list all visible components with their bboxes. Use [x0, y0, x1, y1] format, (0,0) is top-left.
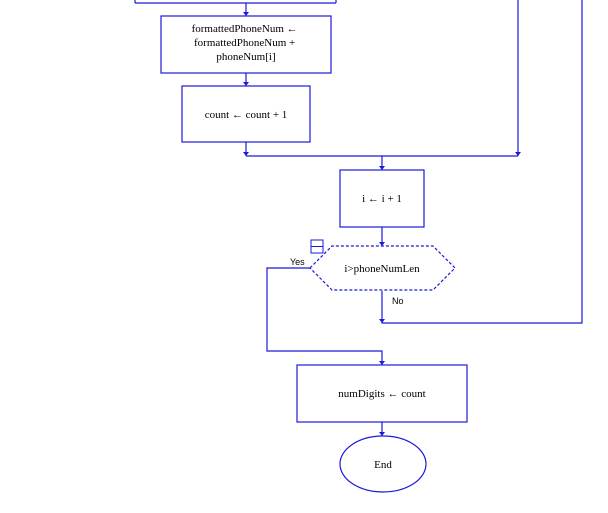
connector-lines	[134, 0, 583, 436]
append-digit-text: formattedPhoneNum ← formattedPhoneNum + …	[192, 23, 301, 63]
assign-numdigits-text: numDigits ← count	[338, 388, 425, 400]
i-increment-box[interactable]	[339, 169, 425, 228]
arrowheads	[243, 12, 521, 436]
loop-condition-text: i>phoneNumLen	[344, 263, 420, 275]
arrowhead-into-decision	[379, 242, 385, 246]
end-text: End	[374, 459, 392, 471]
flow-yes-branch	[266, 267, 383, 365]
append-digit-line-1: formattedPhoneNum ←	[192, 23, 298, 35]
assign-numdigits-line-1: numDigits ← count	[338, 388, 425, 400]
append-digit-line-2: formattedPhoneNum +	[194, 37, 295, 49]
assign-numdigits-box[interactable]	[296, 364, 468, 423]
arrowhead-yes-into-assign	[379, 361, 385, 365]
yes-branch-label: Yes	[290, 257, 305, 267]
arrowhead-merge-right	[515, 152, 521, 156]
append-digit-line-3: phoneNum[i]	[216, 51, 275, 63]
end-line-1: End	[374, 459, 392, 471]
loop-condition-decision[interactable]	[309, 245, 456, 291]
end-terminal[interactable]	[339, 435, 427, 493]
collapse-toggle-icon[interactable]	[310, 239, 324, 254]
i-increment-line-1: i ← i + 1	[362, 193, 402, 205]
loop-condition-line-1: i>phoneNumLen	[344, 263, 420, 275]
count-increment-text: count ← count + 1	[205, 109, 288, 121]
arrowhead-into-append	[243, 12, 249, 16]
arrowhead-merge-left	[243, 152, 249, 156]
arrowhead-into-end	[379, 432, 385, 436]
no-branch-label: No	[392, 296, 404, 306]
arrowhead-into-increment	[379, 166, 385, 170]
count-increment-line-1: count ← count + 1	[205, 109, 288, 121]
arrowhead-into-count	[243, 82, 249, 86]
count-increment-box[interactable]	[181, 85, 311, 143]
flow-no-branch-loop	[381, 0, 583, 324]
i-increment-text: i ← i + 1	[362, 193, 402, 205]
append-digit-box[interactable]	[160, 15, 332, 74]
arrowhead-no-branch	[379, 319, 385, 323]
